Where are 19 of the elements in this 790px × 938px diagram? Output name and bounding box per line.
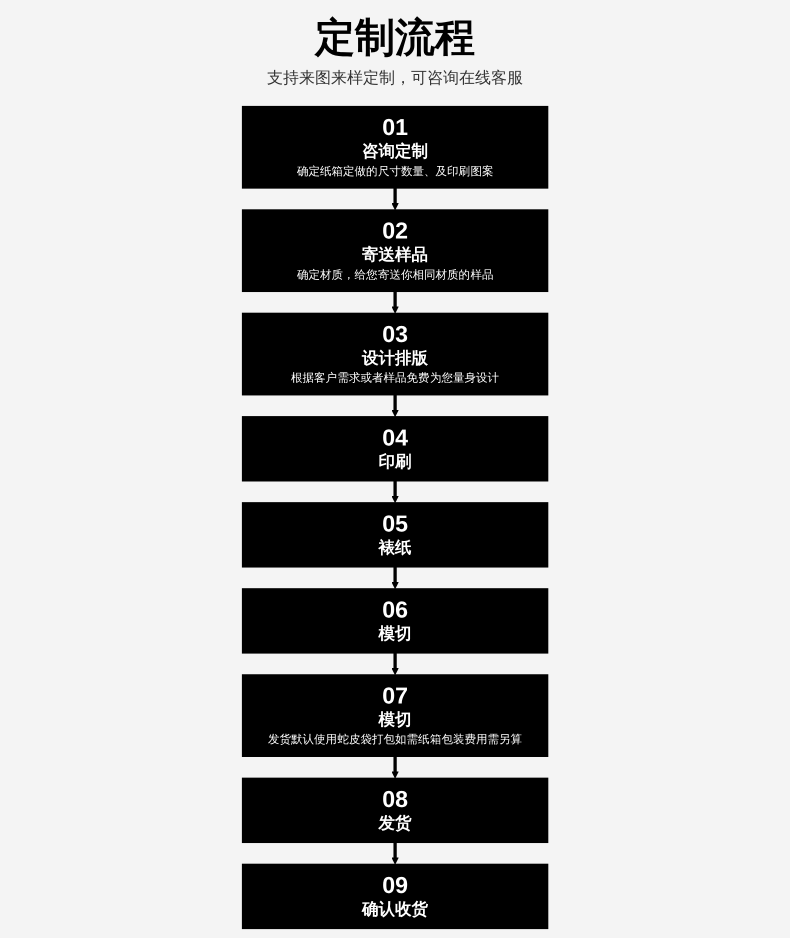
node-box: 09 确认收货 xyxy=(242,864,548,930)
node-box: 08 发货 xyxy=(242,778,548,844)
node-box: 03 设计排版 根据客户需求或者样品免费为您量身设计 xyxy=(242,312,548,396)
arrow xyxy=(391,567,399,589)
arrow xyxy=(391,842,399,864)
arrow xyxy=(391,395,399,417)
node-box: 04 印刷 xyxy=(242,416,548,482)
node-box: 05 裱纸 xyxy=(242,502,548,568)
node-box: 07 模切 发货默认使用蛇皮袋打包如需纸箱包装费用需另算 xyxy=(242,674,548,757)
arrow xyxy=(391,188,399,210)
arrow xyxy=(391,481,399,503)
title: 定制流程 xyxy=(315,15,475,62)
subtitle: 支持来图来样定制，可咨询在线客服 xyxy=(267,68,523,89)
node-box: 06 模切 xyxy=(242,588,548,654)
node-box: 02 寄送样品 确定材质，给您寄送你相同材质的样品 xyxy=(242,209,548,292)
arrow xyxy=(391,292,399,314)
node-box: 01 咨询定制 确定纸箱定做的尺寸数量、及印刷图案 xyxy=(242,106,548,189)
arrow xyxy=(391,756,399,778)
arrow xyxy=(391,653,399,675)
